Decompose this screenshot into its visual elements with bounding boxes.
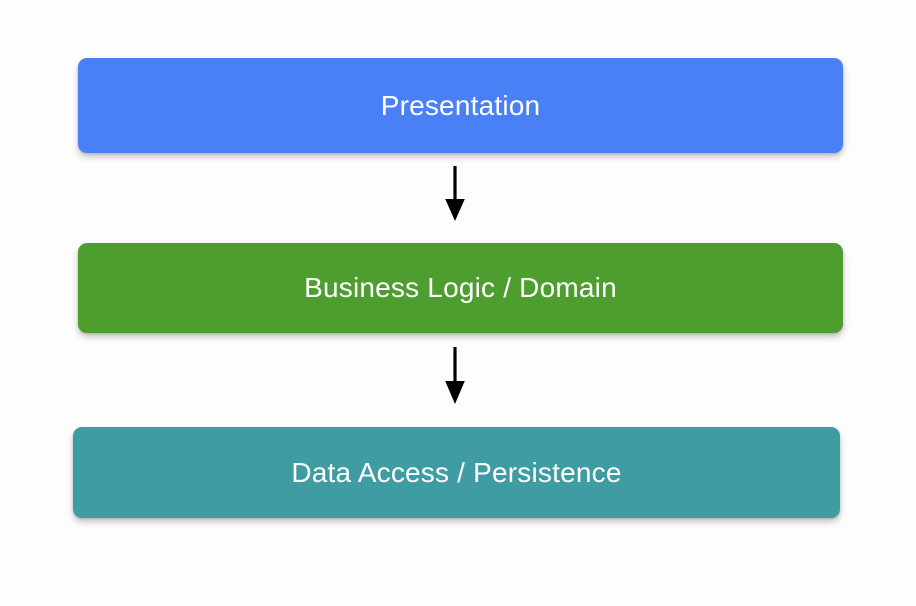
layer-box-data-access[interactable]: Data Access / Persistence <box>73 427 840 518</box>
down-arrow-icon <box>445 347 465 404</box>
arrow-business-to-data <box>442 347 468 405</box>
layer-box-business-logic[interactable]: Business Logic / Domain <box>78 243 843 333</box>
layer-label-data-access: Data Access / Persistence <box>291 456 622 488</box>
down-arrow-icon <box>445 166 465 221</box>
layer-box-presentation[interactable]: Presentation <box>78 58 843 153</box>
layer-label-presentation: Presentation <box>380 89 541 121</box>
arrow-presentation-to-business <box>442 166 468 222</box>
layer-label-business-logic: Business Logic / Domain <box>304 272 617 303</box>
